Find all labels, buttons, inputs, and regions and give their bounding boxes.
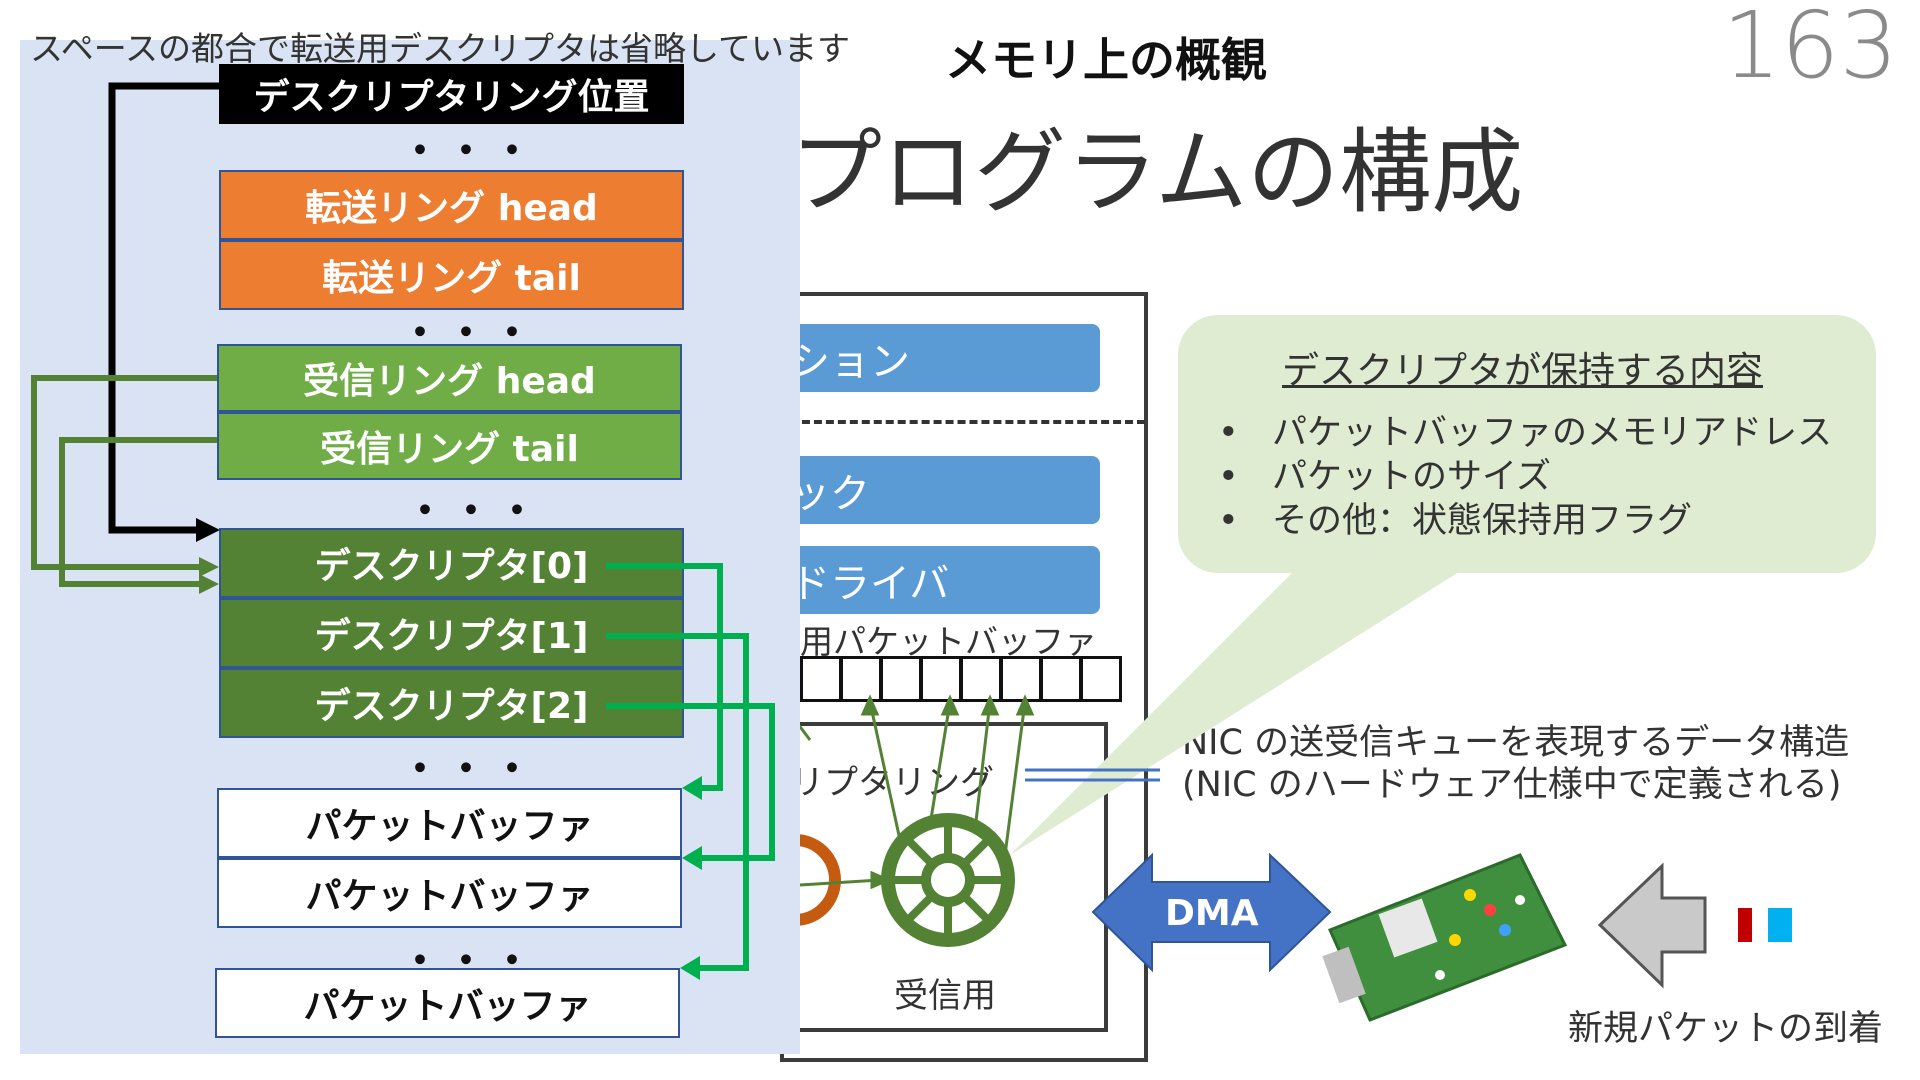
tx-ring-head-block: 転送リング head	[219, 170, 684, 240]
packet-buffer-block: パケットバッファ	[217, 858, 682, 928]
callout-tail	[1010, 565, 1470, 855]
desc0-to-buffer-arrow	[606, 563, 723, 791]
network-stack-label: ック	[790, 471, 870, 517]
network-stack-bar: ック	[780, 456, 1100, 524]
ellipsis: ・・・	[405, 488, 543, 534]
callout-title: デスクリプタが保持する内容	[1282, 349, 1763, 392]
nic-queue-caption: NIC の送受信キューを表現するデータ構造 (NIC のハードウェア仕様中で定義…	[1182, 722, 1849, 806]
nic-queue-caption-line2: (NIC のハードウェア仕様中で定義される)	[1182, 765, 1842, 805]
desc2-to-buffer-arrow	[606, 703, 775, 861]
application-bar-label: ション	[790, 339, 910, 385]
ring-pointer-arrowhead	[196, 518, 220, 542]
rx-head-arrowhead	[199, 557, 219, 577]
packet-buffer-block: パケットバッファ	[215, 968, 680, 1038]
page-number: 163	[1722, 0, 1898, 99]
slide-title: プログラムの構成	[790, 119, 1524, 226]
descriptor-block: デスクリプタ[0]	[219, 528, 684, 598]
callout-bullet-text: パケットのサイズ	[1272, 457, 1551, 497]
memory-overview-title: メモリ上の概観	[945, 33, 1267, 87]
desc1-to-buffer-arrow	[606, 633, 749, 971]
ring-pointer-arrow	[108, 82, 219, 534]
driver-bar: ドライバ	[780, 546, 1100, 614]
nic-queue-caption-line1: NIC の送受信キューを表現するデータ構造	[1182, 723, 1850, 763]
callout-bullet-text: その他：状態保持用フラグ	[1272, 501, 1693, 541]
nic-card-icon	[1322, 853, 1568, 1022]
desc2-arrowhead	[682, 846, 702, 870]
callout-bullet: • パケットバッファのメモリアドレス	[1218, 413, 1833, 453]
callout-bullet: • パケットのサイズ	[1218, 457, 1551, 497]
ring-position-block: デスクリプタリング位置	[219, 64, 684, 124]
tx-ring-tail-block: 転送リング tail	[219, 240, 684, 310]
rx-ring-head-block: 受信リング head	[217, 344, 682, 412]
packet-buffer-block: パケットバッファ	[217, 788, 682, 858]
rx-tail-arrow	[59, 437, 217, 587]
descriptor-contents-callout	[1178, 315, 1876, 573]
ellipsis: ・・・	[400, 746, 538, 792]
packet-red-icon	[1738, 908, 1752, 942]
arrival-arrow	[1597, 862, 1707, 989]
callout-bullet: • その他：状態保持用フラグ	[1218, 501, 1693, 541]
packet-buffer-caption: 用パケットバッファ	[800, 622, 1097, 661]
callout-bullet-text: パケットバッファのメモリアドレス	[1272, 413, 1833, 453]
desc0-arrowhead	[682, 776, 702, 800]
desc1-arrowhead	[680, 956, 700, 980]
application-bar: ション	[780, 324, 1100, 392]
rx-caption: 受信用	[894, 976, 996, 1016]
ring-to-buffer-arrows	[793, 694, 1035, 890]
packet-arrival-caption: 新規パケットの到着	[1568, 1009, 1884, 1049]
tx-ring-partial	[794, 834, 841, 926]
driver-label: ドライバ	[790, 561, 950, 607]
dma-label: DMA	[1165, 893, 1259, 934]
packet-buffer-cells	[800, 656, 1122, 702]
user-kernel-divider	[790, 420, 1145, 424]
ellipsis: ・・・	[400, 128, 538, 174]
dma-arrow	[1091, 852, 1332, 973]
rx-ring-tail-block: 受信リング tail	[217, 412, 682, 480]
rx-head-arrow	[31, 375, 217, 570]
rx-tail-arrowhead	[199, 574, 219, 594]
packet-blue-icon	[1768, 908, 1792, 942]
omission-note: スペースの都合で転送用デスクリプタは省略しています	[30, 29, 851, 68]
